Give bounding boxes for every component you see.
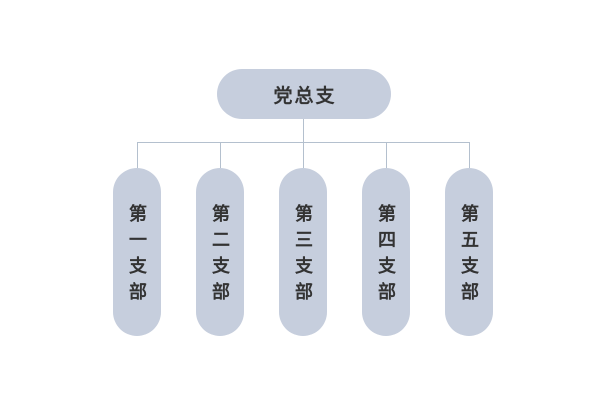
org-node-branch-4: 第四支部 xyxy=(362,168,410,336)
connector-drop-2 xyxy=(220,142,221,168)
org-node-branch-1: 第一支部 xyxy=(113,168,161,336)
connector-root-stem xyxy=(303,119,304,142)
org-node-branch-2: 第二支部 xyxy=(196,168,244,336)
org-node-branch-4-label: 第四支部 xyxy=(376,204,396,308)
connector-drop-1 xyxy=(137,142,138,168)
org-node-root: 党总支 xyxy=(217,69,391,119)
org-node-branch-3-label: 第三支部 xyxy=(293,204,313,308)
connector-drop-3 xyxy=(303,142,304,168)
org-node-root-label: 党总支 xyxy=(273,85,337,107)
connector-drop-5 xyxy=(469,142,470,168)
org-node-branch-2-label: 第二支部 xyxy=(210,204,230,308)
connector-drop-4 xyxy=(386,142,387,168)
org-node-branch-5: 第五支部 xyxy=(445,168,493,336)
org-node-branch-3: 第三支部 xyxy=(279,168,327,336)
org-node-branch-1-label: 第一支部 xyxy=(127,204,147,308)
org-node-branch-5-label: 第五支部 xyxy=(459,204,479,308)
